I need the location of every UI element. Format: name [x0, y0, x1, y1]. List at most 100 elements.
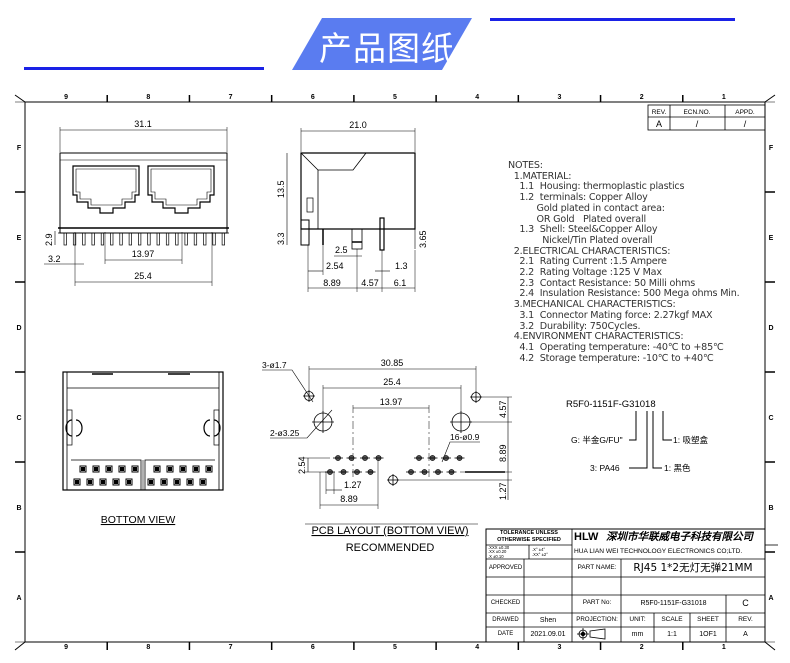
row-label: E: [17, 235, 22, 242]
pcb-w2: 25.4: [383, 377, 401, 387]
column-label: 3: [557, 644, 561, 651]
banner-line-left: [24, 67, 264, 70]
pin: [221, 232, 225, 246]
pad-center: [75, 480, 79, 484]
column-label: 2: [640, 94, 644, 101]
column-label: 5: [393, 644, 397, 651]
tolerance-title: TOLERANCE UNLESS OTHERWISE SPECIFIED: [497, 530, 561, 543]
unit-value: mm: [631, 631, 644, 638]
part-code: R5F0-1151F-G31018: [566, 399, 656, 410]
row-label: D: [768, 325, 773, 332]
row-label: A: [16, 595, 21, 602]
pad: [86, 478, 94, 486]
note-line: Gold plated in contact area:: [508, 202, 665, 214]
note-line: Nickel/Tin Plated overall: [508, 234, 653, 246]
pin: [63, 232, 67, 246]
column-label: 8: [146, 644, 150, 651]
column-label: 5: [393, 94, 397, 101]
pad-center: [201, 480, 205, 484]
legend-g: G: 半金G/FU": [571, 435, 623, 445]
drawed-value: Shen: [539, 617, 557, 624]
row-label: F: [17, 145, 22, 152]
pin: [212, 232, 216, 246]
projection-label: PROJECTION:: [576, 616, 618, 623]
legend-3: 3: PA46: [590, 463, 620, 473]
part-code-leaders: [629, 411, 672, 469]
note-line: 4.ENVIRONMENT CHARACTERISTICS:: [508, 331, 684, 343]
side-view: [286, 128, 416, 292]
pcb-holes-pins: 16-ø0.9: [450, 432, 480, 442]
scale-label: SCALE: [661, 616, 683, 623]
pad-center: [127, 480, 131, 484]
column-label: 7: [229, 94, 233, 101]
pad: [92, 465, 100, 473]
row-label: C: [768, 415, 773, 422]
size-value: C: [742, 598, 749, 608]
rev-header: REV.: [652, 109, 667, 116]
rev-value-tb: A: [743, 631, 748, 638]
pcb-row-pitch: 2.54: [297, 456, 307, 474]
pad-center: [194, 467, 198, 471]
pad-center: [107, 467, 111, 471]
row-label: F: [769, 145, 774, 152]
tol-right: .X° ±4° .XX° ±2°: [532, 547, 570, 557]
note-line: 4.1 Operating temperature: -40℃ to +85℃: [508, 341, 724, 353]
pad-center: [188, 480, 192, 484]
column-label: 4: [475, 94, 479, 101]
column-label: 4: [475, 644, 479, 651]
tol-right-2: .XX° ±2°: [532, 552, 548, 557]
tol-left: .XXX ±0.30 .XX ±0.20 .X ±0.10: [488, 545, 528, 559]
column-label: 7: [229, 644, 233, 651]
pcb-layout: [262, 366, 512, 525]
pad: [118, 465, 126, 473]
pad: [112, 478, 120, 486]
bottom-view-label: BOTTOM VIEW: [101, 514, 176, 526]
projection-symbol-icon: [577, 628, 606, 640]
frame-corner: [764, 641, 776, 651]
tol-left-1: .XXX ±0.30: [488, 545, 510, 550]
row-label: D: [16, 325, 21, 332]
dim-offset: 3.2: [48, 254, 61, 264]
sheet-label: SHEET: [697, 616, 719, 623]
note-line: 4.2 Storage temperature: -10℃ to +40℃: [508, 352, 714, 364]
pad: [179, 465, 187, 473]
dim-d3: 1.3: [395, 261, 408, 271]
row-label: E: [769, 235, 774, 242]
pad-center: [114, 480, 118, 484]
pin: [82, 232, 86, 246]
logo-text: HLW: [574, 531, 599, 543]
dim-span: 25.4: [134, 271, 152, 281]
appd-value: /: [744, 119, 747, 129]
checked-label: CHECKED: [490, 600, 521, 606]
bottom-view: [62, 371, 224, 491]
pcb-v2: 8.89: [498, 444, 508, 462]
company-cn: 深圳市华联威电子科技有限公司: [606, 531, 753, 543]
tol-left-3: .X ±0.10: [488, 553, 504, 559]
frame-corner: [764, 94, 776, 103]
pcb-w3: 13.97: [380, 397, 403, 407]
pad: [186, 478, 194, 486]
column-label: 1: [722, 94, 726, 101]
column-label: 8: [146, 94, 150, 101]
ecn-value: /: [696, 119, 699, 129]
pin: [203, 232, 207, 246]
tol-left-2: .XX ±0.20: [488, 549, 507, 555]
pin: [165, 232, 170, 246]
pcb-pin-pitch: 1.27: [344, 480, 362, 490]
pin: [91, 232, 95, 246]
pin: [175, 232, 179, 246]
pin: [156, 232, 160, 246]
pcb-holes-large: 2-ø3.25: [270, 428, 300, 438]
note-line: 2.4 Insulation Resistance: 500 Mega ohms…: [508, 288, 740, 300]
pad: [166, 465, 174, 473]
sheet-value: 1OF1: [699, 631, 717, 638]
pin: [128, 232, 132, 246]
note-line: 3.1 Connector Mating force: 2.27kgf MAX: [508, 309, 713, 321]
scale-value: 1:1: [667, 631, 677, 638]
pcb-subtitle: RECOMMENDED: [346, 542, 435, 554]
note-line: NOTES:: [508, 160, 543, 171]
dim-pin-len: 3.3: [276, 232, 286, 245]
row-label: B: [16, 505, 21, 512]
title-block: [485, 528, 778, 643]
